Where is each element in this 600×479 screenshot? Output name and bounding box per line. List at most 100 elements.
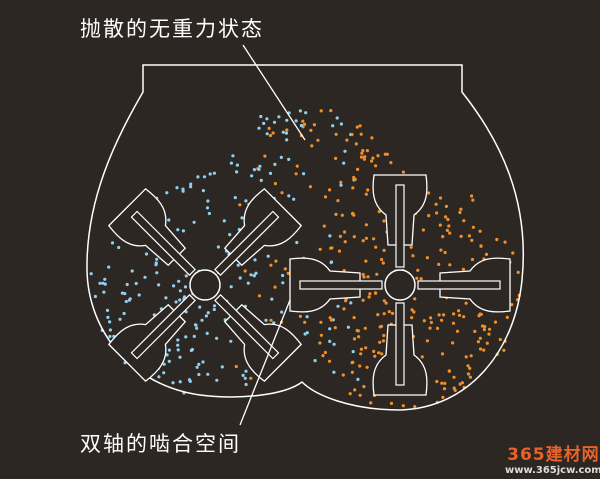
particle: [412, 310, 416, 314]
particle: [379, 324, 384, 328]
particle: [257, 167, 261, 171]
particle: [361, 149, 365, 153]
particle: [359, 155, 364, 159]
particle: [328, 316, 332, 320]
particle: [266, 254, 270, 258]
particle: [442, 313, 446, 317]
particle: [89, 272, 93, 276]
shaft-hub: [189, 269, 221, 301]
particle: [212, 304, 217, 308]
particle: [374, 245, 378, 249]
particle: [350, 132, 354, 137]
particle: [342, 161, 346, 165]
particle: [459, 234, 463, 238]
particle: [359, 347, 363, 351]
left-rotor: [107, 187, 303, 383]
right-rotor: [289, 174, 511, 396]
particle: [303, 320, 307, 324]
particle: [277, 115, 281, 119]
particle: [206, 311, 210, 315]
rotor-arm: [417, 257, 511, 313]
watermark-logo: 365建材网 www.365jcw.com: [505, 440, 600, 476]
particle: [259, 178, 263, 182]
particle: [427, 191, 431, 195]
particle: [352, 316, 356, 320]
particle: [184, 335, 188, 339]
particle: [447, 224, 451, 228]
particle: [157, 375, 161, 379]
particle: [108, 328, 112, 332]
particle: [181, 189, 185, 193]
particle: [268, 171, 273, 175]
particle: [350, 370, 354, 374]
top-leader-line: [242, 44, 306, 141]
particle: [154, 263, 158, 267]
particle: [285, 138, 289, 142]
particle: [375, 272, 379, 276]
particle: [444, 215, 448, 219]
particle: [470, 194, 474, 198]
particle: [346, 325, 350, 329]
particle: [328, 188, 332, 192]
particle: [285, 128, 289, 132]
particle: [476, 340, 480, 344]
particle: [287, 194, 291, 198]
particle: [182, 295, 187, 299]
particle: [464, 355, 468, 359]
particle: [377, 351, 381, 355]
particle: [427, 214, 431, 218]
particle: [270, 297, 274, 301]
particle: [137, 293, 141, 297]
particle: [401, 404, 405, 408]
particle: [425, 339, 429, 343]
particle: [310, 144, 314, 148]
particle: [364, 192, 368, 196]
particle: [253, 258, 257, 262]
particle: [216, 245, 220, 249]
particle: [243, 269, 247, 273]
particle: [205, 206, 210, 210]
particle: [384, 301, 388, 305]
particle: [206, 199, 210, 203]
particle: [259, 114, 263, 119]
particle: [220, 365, 224, 369]
particle: [415, 276, 419, 280]
particle: [117, 245, 121, 250]
particle: [482, 348, 486, 352]
particle: [516, 270, 520, 274]
particle: [281, 273, 285, 278]
particle: [505, 315, 509, 319]
particle: [295, 240, 299, 245]
particle: [478, 336, 482, 340]
particle: [478, 312, 482, 316]
particle: [364, 346, 368, 350]
particle: [437, 313, 441, 317]
particle: [110, 241, 115, 245]
particle: [377, 210, 381, 214]
particle: [262, 121, 266, 125]
particle: [123, 292, 127, 296]
particle: [368, 292, 372, 296]
particle: [189, 348, 193, 353]
particle: [372, 237, 376, 241]
particle: [352, 337, 357, 341]
particle: [305, 315, 309, 319]
particle: [205, 331, 209, 335]
particle: [457, 309, 461, 313]
particle: [369, 401, 373, 405]
particle: [382, 312, 386, 316]
particle: [316, 138, 320, 142]
particle: [370, 159, 374, 163]
particle: [286, 271, 290, 275]
particle: [301, 119, 305, 123]
particle: [108, 320, 112, 324]
particle: [143, 275, 147, 279]
particle: [195, 326, 199, 330]
particle: [337, 249, 342, 253]
particle: [451, 321, 456, 325]
particle: [246, 281, 250, 285]
particle: [312, 123, 316, 127]
particle: [458, 382, 462, 386]
particle: [274, 259, 278, 263]
particle: [197, 372, 201, 377]
